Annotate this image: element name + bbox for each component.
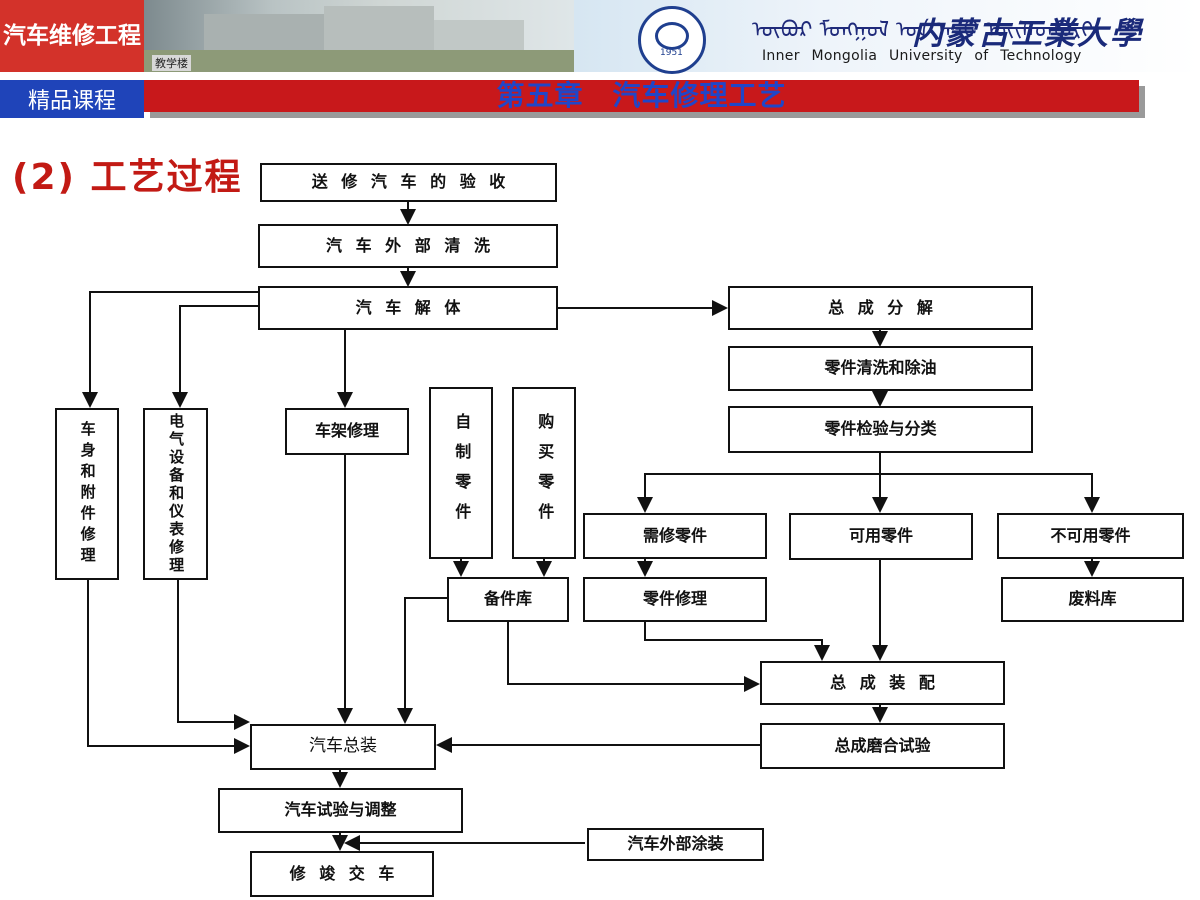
edge-disassembly-body bbox=[82, 291, 258, 408]
node-disassembly: 汽车解体 bbox=[258, 286, 558, 330]
node-body-repair: 车身和附件修理 bbox=[55, 408, 119, 580]
edge-body-final bbox=[87, 580, 250, 754]
course-badge: 精品课程 bbox=[0, 80, 144, 118]
node-unusable-parts: 不可用零件 bbox=[997, 513, 1184, 559]
node-part-repair: 零件修理 bbox=[583, 577, 767, 622]
chapter-bar bbox=[144, 80, 1139, 112]
node-final-assembly: 汽车总装 bbox=[250, 724, 436, 770]
node-parts-inspect: 零件检验与分类 bbox=[728, 406, 1033, 453]
node-needs-repair: 需修零件 bbox=[583, 513, 767, 559]
chapter-title: 第五章 汽车修理工艺 bbox=[496, 79, 787, 112]
edge-electrical-final bbox=[177, 580, 250, 730]
university-name-en: Inner Mongolia University of Technology bbox=[762, 48, 1082, 64]
section-title: (2) 工艺过程 bbox=[12, 157, 243, 198]
edge-store-fit bbox=[507, 622, 760, 692]
edge-inspect-split bbox=[637, 453, 881, 513]
logo-emblem-icon bbox=[655, 22, 689, 50]
edge-partrepair-fit bbox=[644, 622, 830, 661]
node-frame-repair: 车架修理 bbox=[285, 408, 409, 455]
node-electrical-repair: 电气设备和仪表修理 bbox=[143, 408, 208, 580]
course-title: 汽车维修工程 bbox=[0, 0, 144, 72]
node-assembly-disassembly: 总成分解 bbox=[728, 286, 1033, 330]
node-delivery: 修竣交车 bbox=[250, 851, 434, 897]
node-wash-exterior: 汽车外部清洗 bbox=[258, 224, 558, 268]
node-receive: 送修汽车的验收 bbox=[260, 163, 557, 202]
node-purchased-parts: 购买零件 bbox=[512, 387, 576, 559]
photo-caption: 教学楼 bbox=[152, 55, 191, 71]
node-parts-clean: 零件清洗和除油 bbox=[728, 346, 1033, 391]
edge-disassembly-electrical bbox=[172, 305, 258, 408]
campus-photo bbox=[144, 0, 574, 72]
university-name-cn: 内蒙古工業大學 bbox=[912, 16, 1143, 52]
mongolian-script: ᠥᠪᠥᠷ ᠮᠣᠩᠭᠣᠯ ᠤᠨ ᠠᠵᠤ ᠦᠢᠯᠡᠳᠪᠦᠷᠢ bbox=[752, 18, 1094, 43]
node-scrap-store: 废料库 bbox=[1001, 577, 1184, 622]
node-spare-store: 备件库 bbox=[447, 577, 569, 622]
node-assembly-test: 总成磨合试验 bbox=[760, 723, 1005, 769]
node-test-adjust: 汽车试验与调整 bbox=[218, 788, 463, 833]
node-painting: 汽车外部涂装 bbox=[587, 828, 764, 861]
logo-year: 1951 bbox=[660, 48, 683, 58]
node-self-made-parts: 自制零件 bbox=[429, 387, 493, 559]
edge-store-final bbox=[397, 597, 447, 724]
node-usable-parts: 可用零件 bbox=[789, 513, 973, 560]
node-assembly-fit: 总成装配 bbox=[760, 661, 1005, 705]
edge-inspect-unusable bbox=[880, 473, 1100, 513]
